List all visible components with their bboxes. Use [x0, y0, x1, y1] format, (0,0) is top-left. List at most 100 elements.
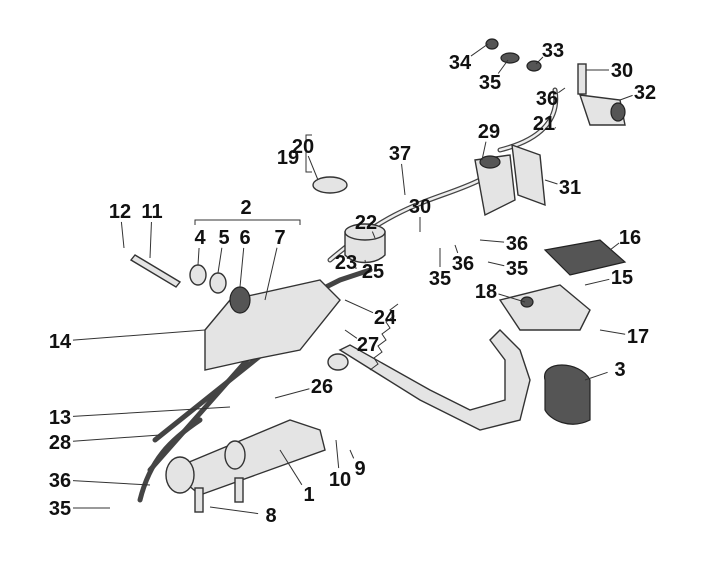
part-label: 17 [627, 326, 649, 348]
bolt [194, 487, 204, 513]
part-label: 9 [354, 458, 365, 480]
reservoir-top [344, 223, 386, 241]
leader-line [599, 329, 626, 335]
part-label: 35 [49, 498, 71, 520]
brake-pedal [338, 329, 531, 431]
part-label: 36 [452, 253, 474, 275]
cylinder-end [165, 456, 195, 494]
part-label: 31 [559, 177, 581, 199]
leader-line [344, 299, 374, 314]
pedal-bracket [498, 284, 591, 331]
leader-line [72, 434, 161, 442]
part-label: 24 [374, 307, 397, 329]
part-label: 29 [478, 121, 500, 143]
leader-line [344, 329, 358, 339]
leader-line [120, 221, 125, 249]
part-label: 5 [218, 227, 229, 249]
leader-line [371, 231, 376, 239]
parts-drawing [129, 38, 627, 513]
part-label: 3 [614, 359, 625, 381]
leader-line [454, 244, 459, 254]
part-label: 12 [109, 201, 131, 223]
leader-line [487, 261, 505, 267]
leader-line [544, 179, 558, 185]
leader-line [239, 247, 245, 288]
part-label: 37 [389, 143, 411, 165]
part-label: 6 [239, 227, 250, 249]
valve-port [479, 155, 501, 169]
brake-pipe [498, 88, 558, 152]
leader-line [535, 56, 544, 65]
leader-line [209, 506, 259, 515]
leader-line [498, 293, 526, 303]
leader-line [264, 247, 278, 301]
part-label: 32 [634, 82, 656, 104]
leader-line [558, 87, 566, 94]
part-label: 7 [274, 227, 285, 249]
leader-line [481, 141, 487, 161]
leader-line [72, 480, 151, 486]
leader-line [401, 163, 406, 196]
part-label: 21 [533, 113, 555, 135]
part-label: 1 [303, 484, 314, 506]
part-label: 13 [49, 407, 71, 429]
fitting [526, 60, 542, 72]
part-label: 30 [409, 196, 431, 218]
rod [129, 254, 182, 288]
reservoir-cap [312, 176, 348, 194]
leader-line [497, 59, 509, 74]
bolt [234, 477, 244, 503]
group-bracket [305, 134, 312, 173]
leader-line [609, 242, 620, 251]
part-label: 36 [49, 470, 71, 492]
brake-valve [474, 154, 516, 217]
part-label: 15 [611, 267, 633, 289]
leader-line [619, 94, 633, 101]
part-label: 30 [611, 60, 633, 82]
frame-tube [137, 417, 203, 503]
part-label: 27 [357, 334, 379, 356]
return-spring [369, 303, 399, 371]
part-label: 33 [542, 40, 564, 62]
part-label: 11 [141, 201, 162, 223]
leader-line [197, 247, 200, 266]
part-label: 10 [329, 469, 351, 491]
part-label: 8 [265, 505, 276, 527]
leader-line [72, 329, 206, 341]
pedal-boot [544, 364, 591, 425]
part-label: 18 [475, 281, 497, 303]
part-label: 19 [277, 147, 299, 169]
leader-line [470, 43, 489, 57]
cylinder-end [224, 440, 246, 470]
leader-line [149, 221, 152, 259]
part-label: 36 [536, 88, 558, 110]
washer [327, 353, 349, 371]
leader-line [479, 239, 505, 243]
part-label: 4 [194, 227, 206, 249]
seal [229, 286, 251, 314]
leader-line [349, 449, 355, 459]
part-label: 36 [506, 233, 528, 255]
part-label: 35 [506, 258, 528, 280]
part-label: 2 [240, 197, 251, 219]
bushing [209, 272, 227, 294]
part-label: 35 [429, 268, 451, 290]
bolt [577, 63, 587, 95]
valve-bracket [511, 143, 546, 207]
part-label: 16 [619, 227, 641, 249]
leader-line [72, 406, 231, 417]
part-label: 14 [49, 331, 72, 353]
part-label: 34 [449, 52, 472, 74]
leader-line [307, 155, 319, 181]
nut [520, 296, 534, 308]
part-label: 25 [362, 261, 384, 283]
washer [189, 264, 207, 286]
leader-line [274, 388, 310, 399]
part-label: 35 [479, 72, 501, 94]
group-bracket [194, 219, 301, 225]
part-label: 26 [311, 376, 333, 398]
leader-line [584, 371, 608, 381]
leader-line [335, 439, 340, 469]
